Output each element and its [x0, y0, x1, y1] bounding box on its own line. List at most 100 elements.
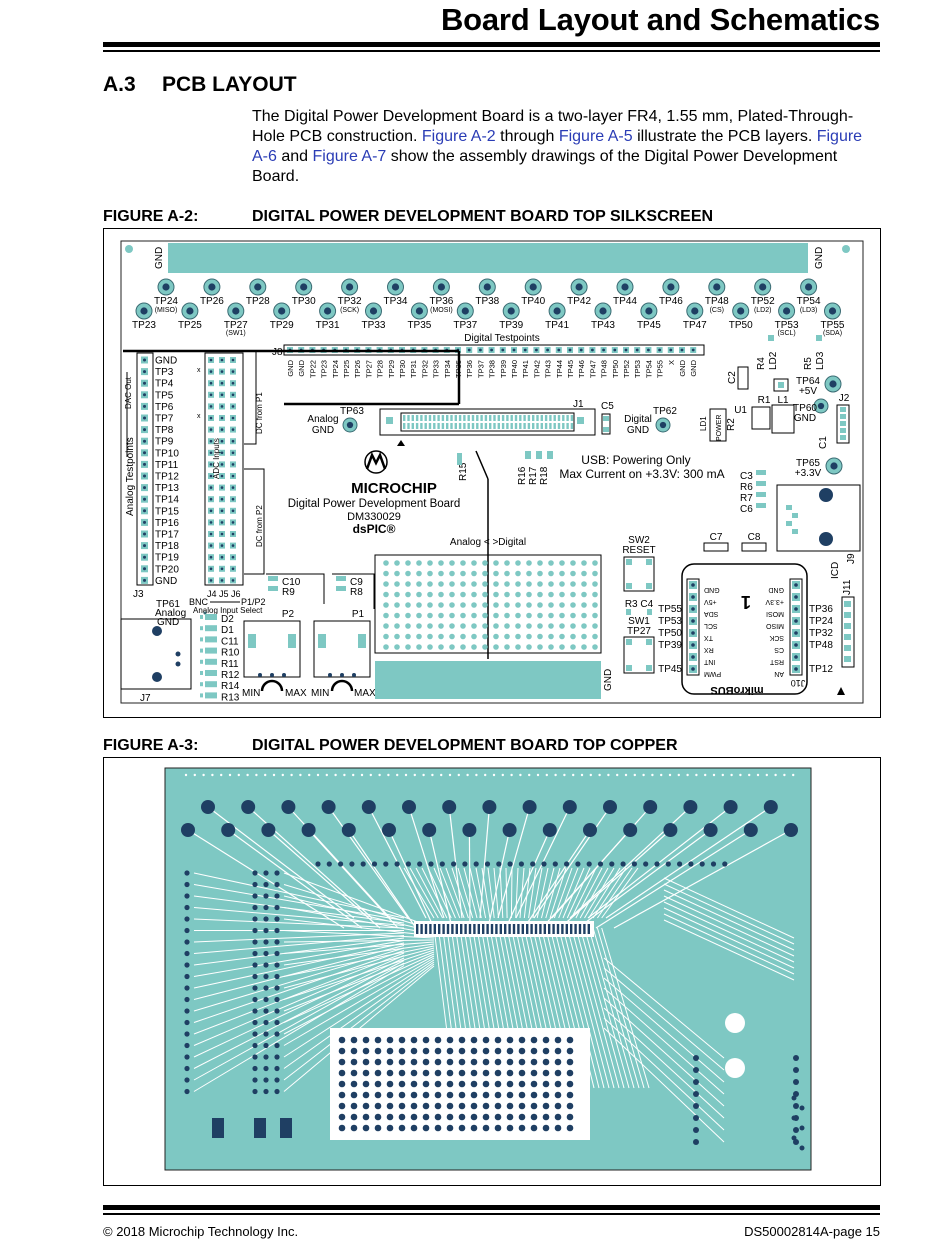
u1-chip	[751, 406, 771, 430]
c2-label: C2	[727, 371, 738, 384]
analog-pin-label: GND	[155, 576, 177, 587]
r8-label: R8	[350, 587, 363, 598]
r15-label: R15	[458, 462, 469, 481]
j4-j5-j6-label: J4 J5 J6	[207, 589, 241, 599]
mikrobus-footprint	[681, 563, 808, 695]
copper-testpoint-pad	[502, 823, 517, 837]
r5-label: R5	[803, 357, 814, 370]
link-figure-a5[interactable]: Figure A-5	[558, 128, 633, 145]
gnd-label-left: GND	[154, 247, 165, 269]
link-figure-a6[interactable]: Figure A-6	[252, 128, 863, 165]
gnd-label-right: GND	[814, 247, 825, 269]
testpoint-label: TP31	[316, 320, 340, 331]
digital-gnd-label: GND	[627, 425, 649, 436]
p2-label: P2	[282, 609, 295, 620]
digital-gnd-label: Digital	[624, 414, 652, 425]
tp60-gnd-label: GND	[794, 413, 816, 424]
gnd-bar-top	[168, 243, 808, 273]
mikrobus-right-testpoint: TP32	[809, 628, 833, 639]
usb-note-label: USB: Powering Only	[581, 453, 690, 467]
mikrobus-left-signal: SCL	[704, 622, 718, 629]
r11-label: R11	[221, 659, 239, 670]
j8-label: J8	[272, 347, 283, 358]
j9-label: J9	[846, 553, 857, 564]
mikrobus-right-testpoint: TP12	[809, 664, 833, 675]
figure-a3-frame	[103, 757, 881, 1186]
testpoint-label: TP40	[521, 296, 545, 307]
j8-pin-label: TP22	[308, 360, 317, 378]
analog-pin-label: TP11	[155, 460, 179, 471]
copper-testpoint-pad	[181, 823, 195, 837]
r4-label: R4	[756, 357, 767, 370]
intro-text-1: The Digital Power Development Board is a…	[252, 108, 854, 145]
page-title: Board Layout and Schematics	[440, 2, 880, 37]
tp65-label: TP65	[796, 458, 820, 469]
ld2-label: LD2	[768, 351, 779, 370]
sw2-button	[623, 556, 655, 592]
mikrobus-left-testpoint: TP53	[658, 616, 682, 627]
j3-label: J3	[133, 589, 144, 600]
j8-pin-label: TP41	[521, 360, 530, 378]
copper-testpoint-pad	[422, 823, 437, 837]
testpoint-label: TP50	[729, 320, 753, 331]
j8-pin-label: TP29	[387, 360, 396, 378]
analog-gnd-label: GND	[312, 425, 334, 436]
dc-from-p2-label: DC from P2	[255, 505, 264, 547]
copper-testpoint-pad	[382, 823, 396, 837]
j8-pin-label: TP43	[544, 360, 553, 378]
tp61-analog-label: Analog	[155, 608, 186, 619]
testpoint-label: TP32	[338, 296, 362, 307]
mikrobus-right-signal: CS	[774, 646, 784, 653]
j7-label: J7	[140, 693, 151, 704]
testpoint-label: TP25	[178, 320, 202, 331]
link-figure-a2[interactable]: Figure A-2	[421, 128, 496, 145]
c5-label: C5	[601, 401, 614, 412]
tp64-label: TP64	[796, 376, 820, 387]
copper-testpoint-pad	[482, 800, 497, 814]
testpoint-label: TP29	[270, 320, 294, 331]
header-rule-thick	[103, 42, 880, 47]
analog-pin-label: TP19	[155, 553, 179, 564]
j8-pin-label: TP52	[622, 360, 631, 378]
copper-testpoint-pad	[442, 800, 457, 814]
mikrobus-right-signal: MOSI	[766, 610, 784, 617]
analog-pin-label: TP10	[155, 448, 179, 459]
tp61-label: TP61	[156, 599, 180, 610]
x-mark: x	[197, 367, 201, 374]
p2-min-label: MIN	[242, 688, 260, 699]
copper-testpoint-pad	[623, 823, 638, 837]
plus3v3-label: +3.3V	[795, 468, 822, 479]
testpoint-label: TP35	[407, 320, 431, 331]
testpoint-label: TP44	[613, 296, 637, 307]
link-figure-a7[interactable]: Figure A-7	[312, 148, 387, 165]
r17-label: R17	[528, 466, 539, 485]
testpoint-label: TP42	[567, 296, 591, 307]
testpoint-sublabel: (SDA)	[823, 330, 842, 337]
testpoint-sublabel: (CS)	[710, 307, 724, 314]
p1-min-label: MIN	[311, 688, 329, 699]
analog-pin-label: TP4	[155, 379, 174, 390]
analog-pin-label: TP17	[155, 530, 179, 541]
board-dspic-label: dsPIC®	[353, 522, 396, 536]
testpoint-label: TP52	[751, 296, 775, 307]
testpoint-label: TP46	[659, 296, 683, 307]
analog-pin-label: TP16	[155, 518, 179, 529]
sw1-button	[623, 636, 655, 674]
testpoint-sublabel: (LD2)	[754, 307, 772, 314]
intro-text-2: through	[495, 128, 559, 145]
j8-pin-label: TP55	[656, 360, 665, 378]
analog-pin-label: TP9	[155, 437, 174, 448]
mikrobus-right-signal: +3.3V	[765, 598, 784, 605]
copper-drawing	[164, 767, 812, 1171]
copper-testpoint-pad	[402, 800, 416, 814]
analog-pin-label: TP6	[155, 402, 174, 413]
icd-label: ICD	[830, 562, 841, 579]
j8-pin-label: GND	[286, 359, 295, 376]
intro-text-3: illustrate the PCB layers.	[632, 128, 817, 145]
intro-text-5: show the assembly drawings of the Digita…	[252, 148, 838, 185]
mikrobus-right-testpoint: TP36	[809, 604, 833, 615]
testpoint-label: TP33	[362, 320, 386, 331]
copper-testpoint-pad	[583, 823, 597, 837]
analog-gnd-label: Analog	[307, 414, 338, 425]
j8-pin-label: TP38	[488, 360, 497, 378]
